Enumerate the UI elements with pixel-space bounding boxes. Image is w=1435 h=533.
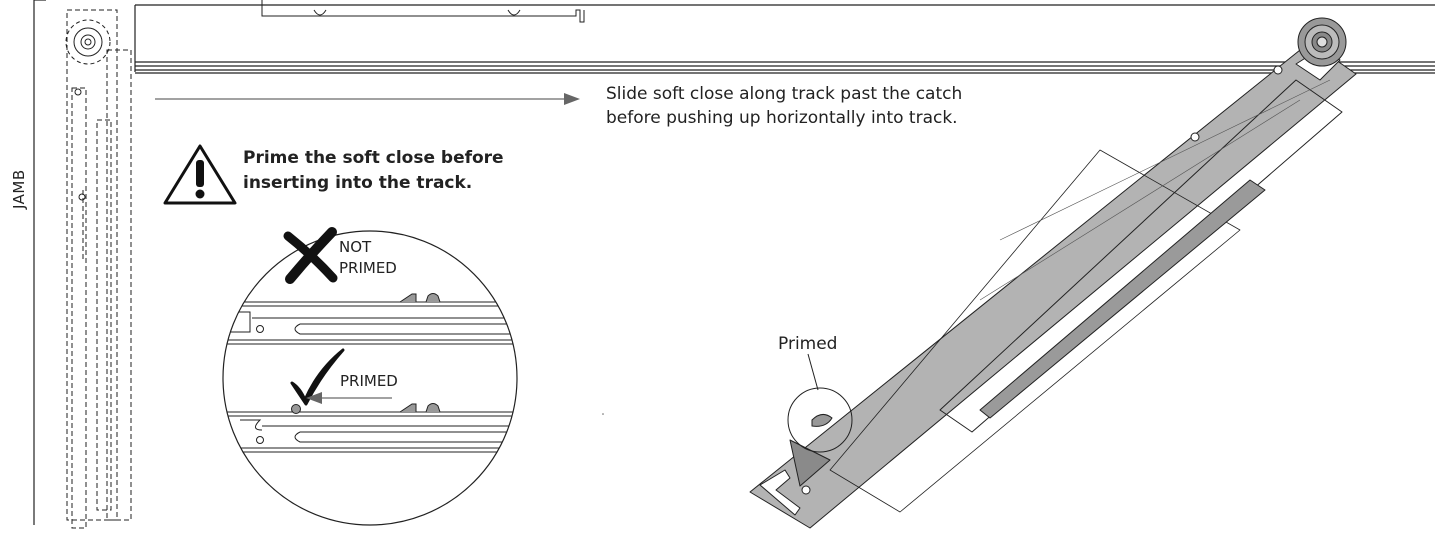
- primed-check-icon: [290, 348, 345, 406]
- jamb-frame: [33, 0, 46, 525]
- slide-instruction-line-1: Slide soft close along track past the ca…: [606, 84, 963, 104]
- warning-text-line-1: Prime the soft close before: [243, 148, 504, 168]
- door-edge-dashed: [66, 9, 132, 529]
- slide-direction-arrow: [155, 93, 580, 105]
- stray-dot: [602, 413, 604, 415]
- inset-prime-arrow: [306, 392, 392, 404]
- warning-text: Prime the soft close before inserting in…: [243, 146, 543, 196]
- overhead-track: [134, 4, 1435, 74]
- door-screws: [74, 88, 86, 201]
- slide-instruction: Slide soft close along track past the ca…: [606, 82, 1066, 130]
- priming-inset: [222, 227, 518, 526]
- slide-instruction-line-2: before pushing up horizontally into trac…: [606, 108, 958, 128]
- not-primed-track-detail: [223, 293, 517, 345]
- primed-callout: [787, 353, 853, 453]
- arm-roller-icon: [1297, 17, 1347, 67]
- not-primed-label: NOT PRIMED: [339, 237, 419, 279]
- not-primed-line-1: NOT: [339, 238, 372, 256]
- primed-callout-label: Primed: [778, 334, 838, 354]
- warning-text-line-2: inserting into the track.: [243, 173, 473, 193]
- not-primed-line-2: PRIMED: [339, 259, 397, 277]
- left-roller-icon: [65, 19, 111, 65]
- track-catch: [261, 0, 585, 23]
- soft-close-arm: [749, 41, 1357, 529]
- warning-icon: [163, 144, 237, 205]
- primed-track-detail: [223, 403, 517, 453]
- not-primed-x-icon: [283, 227, 338, 284]
- primed-inset-label: PRIMED: [340, 372, 398, 390]
- jamb-label: JAMB: [10, 169, 28, 209]
